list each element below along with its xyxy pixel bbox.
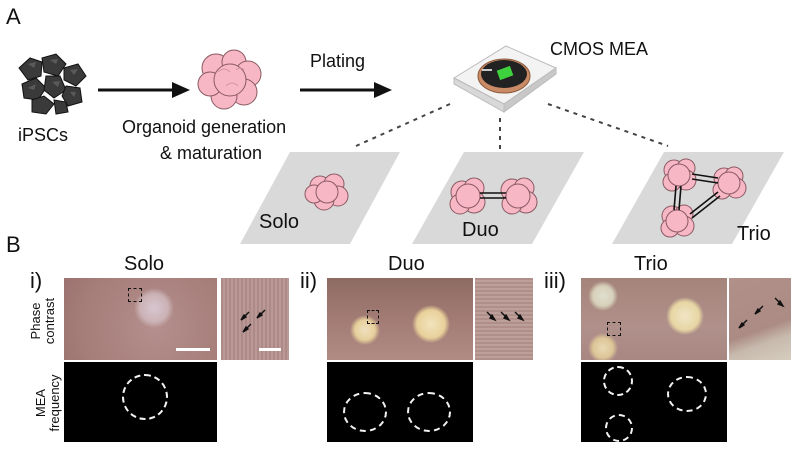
zoom-arrows-solo [240, 309, 266, 333]
zoom-arrows-trio [738, 297, 785, 329]
config-label-duo: Duo [462, 219, 499, 241]
phase-image-trio [581, 278, 727, 360]
arrow-plating [300, 82, 392, 98]
arrow-ipsc-to-organoid [98, 82, 190, 98]
panel-b-letter: B [6, 232, 21, 257]
trio-plate [612, 152, 784, 244]
mea-circle-solo [122, 374, 168, 420]
column-title-trio: Trio [634, 253, 668, 275]
cmos-mea-chip-icon [452, 45, 558, 113]
organoid-label-line2: & maturation [160, 143, 263, 163]
mea-image-duo [327, 362, 473, 442]
config-label-solo: Solo [259, 211, 300, 233]
plating-label: Plating [310, 51, 366, 71]
scale-bar-solo [176, 348, 210, 351]
duo-plate [412, 152, 584, 244]
mea-circle-duo-right [407, 392, 451, 432]
column-title-duo: Duo [388, 253, 425, 275]
roi-box-duo [367, 310, 379, 324]
solo-plate [240, 152, 400, 244]
row-label-mea-frequency: MEA frequency [33, 368, 64, 438]
phase-image-solo [64, 278, 217, 360]
mea-circle-trio-right [667, 376, 707, 412]
column-numeral-duo: ii) [300, 268, 318, 293]
mea-circle-trio-bottom [605, 414, 633, 442]
row-label-phase-contrast: Phase contrast [28, 291, 59, 351]
zoom-image-duo [475, 278, 533, 360]
mea-image-trio [581, 362, 727, 442]
ipsc-label: iPSCs [18, 125, 69, 145]
organoid-label-line1: Organoid generation [122, 117, 287, 137]
row-label-phase-line2: contrast [42, 297, 57, 345]
panel-a-letter: A [6, 4, 21, 29]
organoid-icon [197, 49, 262, 110]
row-label-mea-line2: frequency [47, 374, 62, 432]
roi-box-trio [607, 322, 621, 336]
column-title-solo: Solo [124, 253, 165, 275]
row-label-phase-line1: Phase [28, 302, 43, 340]
ipsc-cluster-icon [18, 53, 87, 115]
phase-image-duo [327, 278, 473, 360]
config-label-trio: Trio [737, 223, 771, 245]
roi-box-solo [128, 288, 142, 302]
zoom-image-trio [729, 278, 791, 360]
column-numeral-trio: iii) [544, 268, 566, 293]
cmos-mea-label: CMOS MEA [550, 39, 649, 59]
mea-circle-duo-left [343, 392, 387, 432]
row-label-mea-line1: MEA [33, 388, 48, 418]
zoom-arrows-duo [486, 311, 525, 322]
column-numeral-solo: i) [30, 268, 43, 293]
mea-image-solo [64, 362, 217, 442]
mea-circle-trio-top [603, 366, 633, 396]
zoom-image-solo [221, 278, 289, 360]
zoom-scale-bar-solo [259, 348, 281, 351]
